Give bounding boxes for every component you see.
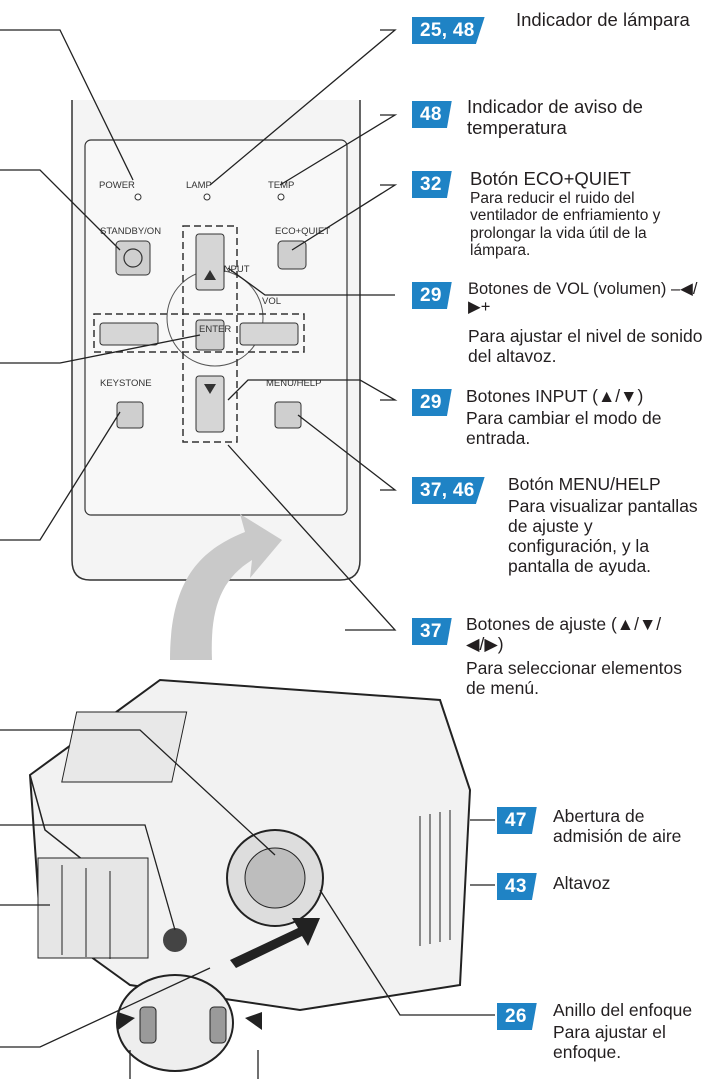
callout-badge-temp: 48 xyxy=(412,101,452,128)
callout-desc-vol: Para ajustar el nivel de sonido del alta… xyxy=(468,326,703,367)
temp-indicator-icon xyxy=(277,193,285,201)
eco-quiet-button[interactable] xyxy=(277,240,307,270)
eco-label: ECO+QUIET xyxy=(275,226,330,237)
callout-badge-menu: 37, 46 xyxy=(412,477,485,504)
leader-lines xyxy=(0,29,495,1079)
callout-badge-air: 47 xyxy=(497,807,537,834)
callout-title-vol: Botones de VOL (volumen) –◀/▶+ xyxy=(468,280,698,317)
callout-title-focus: Anillo del enfoque xyxy=(553,1000,693,1020)
callout-desc-focus: Para ajustar el enfoque. xyxy=(553,1022,666,1063)
up-arrow-icon xyxy=(204,270,216,280)
press-arrow-left-icon xyxy=(118,1012,135,1030)
keystone-label: KEYSTONE xyxy=(100,378,152,389)
lens-cap xyxy=(116,918,320,1072)
callout-badge-input: 29 xyxy=(412,389,452,416)
callout-title-speaker: Altavoz xyxy=(553,873,611,893)
callout-title-lamp: Indicador de lámpara xyxy=(516,9,690,30)
standby-button[interactable] xyxy=(115,240,151,276)
callout-badge-eco: 32 xyxy=(412,171,452,198)
curved-arrow-icon xyxy=(170,514,282,660)
callout-badge-focus: 26 xyxy=(497,1003,537,1030)
callout-badge-adjust: 37 xyxy=(412,618,452,645)
callout-desc-eco: Para reducir el ruido del ventilador de … xyxy=(470,190,661,260)
lamp-label: LAMP xyxy=(186,180,212,191)
callout-badge-vol: 29 xyxy=(412,282,452,309)
callout-title-input: Botones INPUT (▲/▼) xyxy=(466,386,644,406)
press-arrow-right-icon xyxy=(245,1012,262,1030)
dashed-highlights xyxy=(93,225,305,443)
callout-desc-adjust: Para seleccionar elementos de menú. xyxy=(466,658,682,699)
enter-button[interactable] xyxy=(195,319,225,351)
callout-desc-input: Para cambiar el modo de entrada. xyxy=(466,408,662,449)
vol-plus-button[interactable] xyxy=(239,322,299,346)
callout-title-menu: Botón MENU/HELP xyxy=(508,474,661,494)
callout-badge-speaker: 43 xyxy=(497,873,537,900)
double-arrow-icon xyxy=(230,918,320,968)
menu-help-button[interactable] xyxy=(274,401,302,429)
callout-title-air: Abertura de admisión de aire xyxy=(553,806,682,847)
callout-title-temp: Indicador de aviso de temperatura xyxy=(467,96,643,139)
callout-title-eco: Botón ECO+QUIET xyxy=(470,168,631,189)
remote-sensor-icon xyxy=(163,928,187,952)
enter-label: ENTER xyxy=(199,324,231,335)
power-indicator-icon xyxy=(134,193,142,201)
vol-minus-button[interactable] xyxy=(99,322,159,346)
lamp-indicator-icon xyxy=(203,193,211,201)
power-label: POWER xyxy=(99,180,135,191)
callout-desc-menu: Para visualizar pantallas de ajuste y co… xyxy=(508,496,698,577)
menu-label: MENU/HELP xyxy=(266,378,321,389)
projector-illustration xyxy=(28,678,472,1012)
keystone-button[interactable] xyxy=(116,401,144,429)
input-up-button[interactable] xyxy=(195,233,225,291)
callout-title-adjust: Botones de ajuste (▲/▼/◀/▶) xyxy=(466,614,662,655)
callout-badge-lamp: 25, 48 xyxy=(412,17,485,44)
input-down-button[interactable] xyxy=(195,375,225,433)
input-label: INPUT xyxy=(221,264,250,275)
standby-label: STANDBY/ON xyxy=(100,226,161,237)
power-icon xyxy=(123,248,143,268)
vol-label: VOL xyxy=(262,296,281,307)
down-arrow-icon xyxy=(204,384,216,394)
temp-label: TEMP xyxy=(268,180,294,191)
